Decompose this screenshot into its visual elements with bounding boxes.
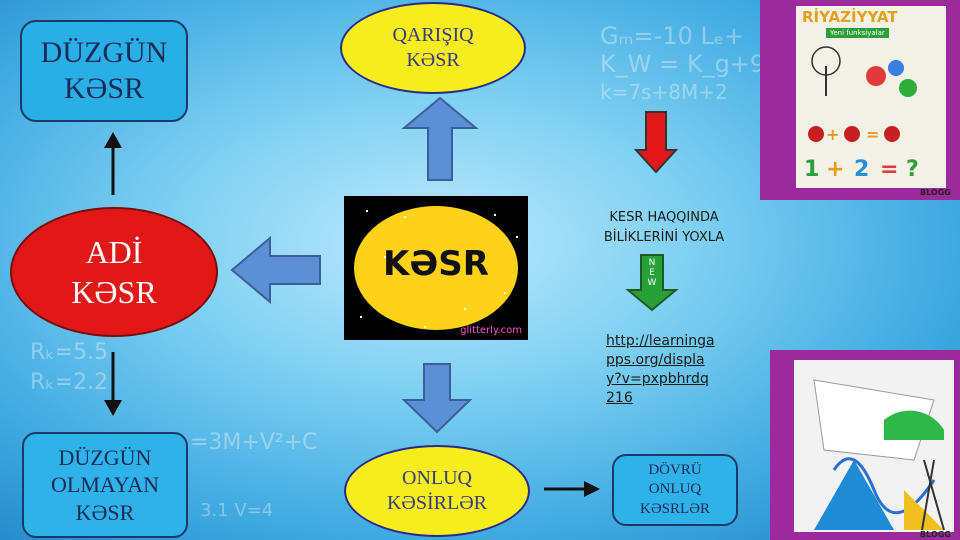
glitter-watermark: glitterly.com: [460, 325, 522, 336]
duzgun-olmayan-kesr-label: DÜZGÜN OLMAYAN KƏSR: [51, 444, 159, 525]
chalk-formula-2: K_W = K_g+9: [600, 50, 766, 78]
blue-down-arrow: [401, 363, 473, 434]
chalk-formula-7: 3.1 V=4: [200, 500, 274, 521]
black-up-arrow: [104, 132, 122, 195]
duzgun-olmayan-kesr-box: DÜZGÜN OLMAYAN KƏSR: [22, 432, 188, 538]
riyaziyyat-image-frame: RİYAZİYYAT Yeni funksiyalar + = 1 + 2 = …: [760, 0, 960, 200]
top-blog-label: BLOGG: [920, 188, 951, 197]
qarisiq-kesr-ellipse: QARIŞIQ KƏSR: [340, 2, 526, 94]
new-down-arrow: [625, 254, 679, 312]
svg-text:?: ?: [906, 157, 919, 182]
adi-kesr-label: ADİ KƏSR: [71, 234, 157, 310]
onluq-kesirler-label: ONLUQ KƏSİRLƏR: [386, 467, 487, 514]
kesr-gold-circle: [354, 206, 518, 330]
svg-text:+: +: [826, 157, 844, 182]
riyaziyyat-illustration: + = 1 + 2 = ?: [804, 46, 919, 182]
geometry-image-frame: BLOGG: [770, 350, 960, 540]
new-arrow-label: NEW: [647, 258, 657, 288]
qarisiq-kesr-label: QARIŞIQ KƏSR: [392, 24, 474, 71]
svg-text:=: =: [866, 125, 879, 144]
kesr-title: KƏSR: [383, 244, 489, 284]
chalk-formula-5: Rₖ=2.2: [30, 370, 109, 395]
blue-up-arrow: [401, 96, 479, 181]
black-down-arrow: [104, 352, 122, 416]
svg-text:+: +: [826, 125, 839, 144]
riyaziyyat-card: RİYAZİYYAT Yeni funksiyalar + = 1 + 2 = …: [796, 6, 946, 188]
blue-left-arrow: [230, 235, 321, 305]
duzgun-kesr-box: DÜZGÜN KƏSR: [20, 20, 188, 122]
info-text: KESR HAQQINDA BİLİKLERİNİ YOXLA: [603, 210, 725, 245]
onluq-kesirler-ellipse: ONLUQ KƏSİRLƏR: [344, 445, 530, 537]
adi-kesr-ellipse: ADİ KƏSR: [10, 207, 218, 337]
bottom-blog-label: BLOGG: [920, 530, 951, 539]
dovru-onluq-kesrler-box: DÖVRÜ ONLUQ KƏSRLƏR: [612, 454, 738, 526]
geometry-card: [794, 360, 954, 532]
dovru-onluq-kesrler-label: DÖVRÜ ONLUQ KƏSRLƏR: [639, 461, 710, 517]
red-down-arrow: [633, 111, 679, 174]
chalk-formula-1: Gₘ=-10 Lₑ+: [600, 22, 744, 50]
svg-text:2: 2: [854, 157, 869, 182]
black-right-arrow: [544, 481, 600, 497]
svg-text:=: =: [880, 157, 898, 182]
svg-text:1: 1: [804, 157, 819, 182]
riyaziyyat-banner: RİYAZİYYAT: [802, 8, 898, 26]
kesr-center-image: KƏSR glitterly.com: [344, 196, 528, 340]
riyaziyyat-sub: Yeni funksiyalar: [826, 28, 889, 38]
geometry-illustration: [813, 379, 945, 531]
chalk-formula-3: k=7s+8M+2: [600, 80, 728, 104]
chalk-formula-6: =3M+V²+C: [190, 430, 318, 455]
duzgun-kesr-label: DÜZGÜN KƏSR: [40, 36, 168, 105]
learningapps-link[interactable]: http://learningapps.org/display?v=pxpbhr…: [606, 333, 715, 406]
chalk-formula-4: Rₖ=5.5: [30, 340, 109, 365]
